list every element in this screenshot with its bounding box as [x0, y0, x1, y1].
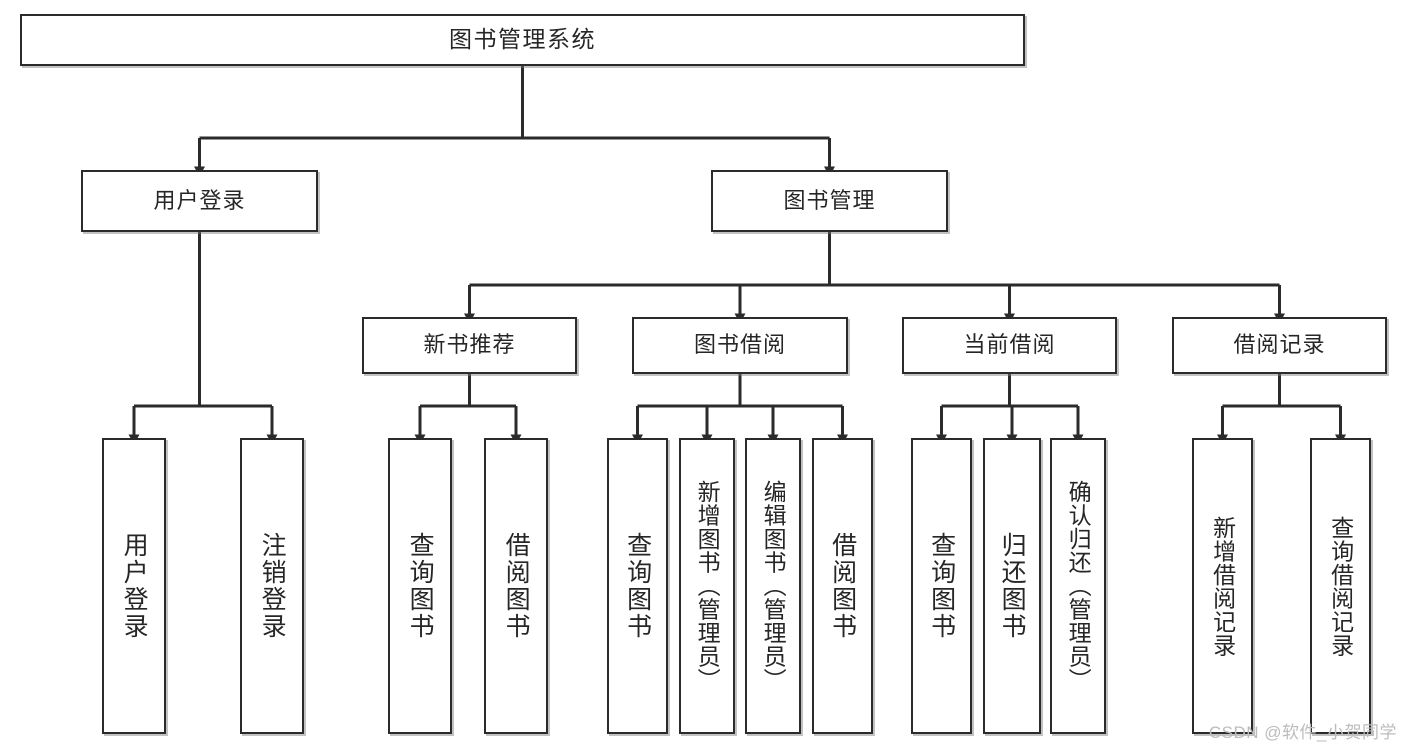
node-label: 归还图书 [998, 532, 1027, 640]
node-label: 查询图书 [406, 532, 435, 640]
node-leaf-query-book-3: 查询图书 [911, 438, 972, 734]
node-leaf-edit-book: 编辑图书（管理员） [745, 438, 801, 734]
node-new-book-rec: 新书推荐 [362, 317, 577, 374]
node-leaf-query-book-2: 查询图书 [607, 438, 668, 734]
node-leaf-user-login: 用户登录 [102, 438, 166, 734]
node-label: 查询图书 [927, 532, 956, 640]
node-leaf-borrow-book-2: 借阅图书 [812, 438, 873, 734]
node-label: 查询图书 [623, 532, 652, 640]
node-label: 当前借阅 [963, 332, 1056, 358]
node-label: 新增图书（管理员） [694, 480, 721, 692]
node-label: 编辑图书（管理员） [760, 480, 787, 692]
node-leaf-query-record: 查询借阅记录 [1310, 438, 1371, 734]
csdn-watermark: CSDN @软件_小贺同学 [1208, 723, 1397, 742]
node-leaf-borrow-book-1: 借阅图书 [484, 438, 548, 734]
node-label: 图书管理 [783, 187, 876, 213]
node-leaf-add-book: 新增图书（管理员） [679, 438, 735, 734]
node-label: 新增借阅记录 [1209, 515, 1236, 657]
node-book-borrow: 图书借阅 [632, 317, 848, 374]
node-label: 新书推荐 [423, 332, 516, 358]
node-label: 查询借阅记录 [1327, 515, 1354, 657]
node-label: 借阅图书 [502, 532, 531, 640]
node-leaf-return-book: 归还图书 [983, 438, 1041, 734]
node-label: 用户登录 [120, 532, 149, 640]
node-label: 注销登录 [258, 532, 287, 640]
node-borrow-record: 借阅记录 [1172, 317, 1387, 374]
node-leaf-user-logout: 注销登录 [240, 438, 304, 734]
node-current-borrow: 当前借阅 [902, 317, 1117, 374]
connector-layer [128, 66, 1346, 445]
node-label: 图书管理系统 [449, 26, 596, 53]
node-book-manage: 图书管理 [711, 170, 948, 232]
node-label: 图书借阅 [693, 332, 786, 358]
node-label: 借阅记录 [1233, 332, 1326, 358]
node-label: 用户登录 [153, 187, 246, 213]
node-user-login: 用户登录 [81, 170, 318, 232]
node-leaf-query-book-1: 查询图书 [388, 438, 452, 734]
node-leaf-confirm-return: 确认归还（管理员） [1050, 438, 1106, 734]
node-leaf-add-record: 新增借阅记录 [1192, 438, 1253, 734]
node-root: 图书管理系统 [20, 14, 1025, 66]
node-label: 借阅图书 [828, 532, 857, 640]
node-label: 确认归还（管理员） [1065, 480, 1092, 692]
